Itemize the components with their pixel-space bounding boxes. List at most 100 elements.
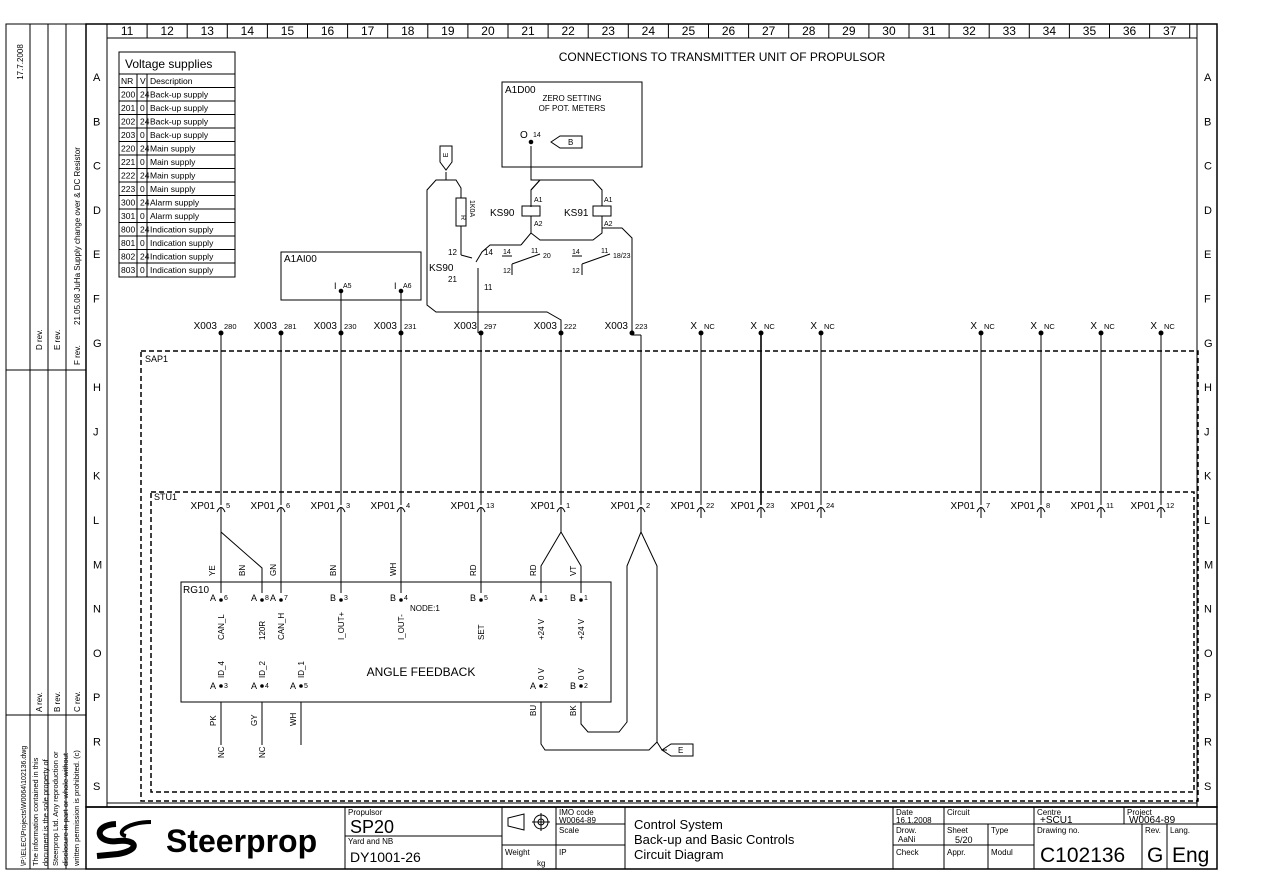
ks90-coil-label: KS90 xyxy=(490,208,515,219)
rg10-signal-label: 0 V xyxy=(537,667,546,680)
row-letter-left-D: D xyxy=(93,205,101,217)
x003-terminal-number: NC xyxy=(824,322,835,331)
voltage-row-description: Back-up supply xyxy=(150,130,209,140)
xp01-connector-symbol xyxy=(1096,507,1106,513)
row-letter-left-S: S xyxy=(93,781,100,793)
rg10-signal-label: ID_1 xyxy=(297,661,306,678)
centre-label: Centre xyxy=(1037,808,1062,817)
xp01-connector-symbol xyxy=(976,507,986,513)
revision-a-label: A rev. xyxy=(35,692,44,712)
xp01-pin-number: 5 xyxy=(226,501,230,510)
imo-label: IMO code xyxy=(559,808,594,817)
column-number-19: 19 xyxy=(441,24,455,38)
revision-c-label: C rev. xyxy=(73,691,82,712)
voltage-row-description: Main supply xyxy=(150,171,196,181)
xp01-connector-symbol xyxy=(476,507,486,513)
x003-name: X003 xyxy=(194,321,218,332)
ks91-coil-label: KS91 xyxy=(564,208,589,219)
voltage-row-nr: 221 xyxy=(121,157,135,167)
rg10-top-terminal-number: 7 xyxy=(284,595,288,602)
row-letter-right-A: A xyxy=(1204,72,1212,84)
wire-color-label: PK xyxy=(209,715,218,726)
contact-b-14: 14 xyxy=(572,249,580,256)
drawing-no-label: Drawing no. xyxy=(1037,826,1080,835)
nc-label-2: NC xyxy=(258,746,267,758)
rg10-bottom-terminal-dot xyxy=(539,684,543,688)
rg10-top-terminal-dot xyxy=(279,598,283,602)
rev-label: Rev. xyxy=(1145,826,1161,835)
ks90-a1: A1 xyxy=(534,197,543,204)
wire-color-label: WH xyxy=(389,562,398,576)
rg10-title: ANGLE FEEDBACK xyxy=(367,665,476,679)
row-letter-left-N: N xyxy=(93,604,101,616)
row-letter-right-R: R xyxy=(1204,737,1212,749)
a1d00-term-num: 14 xyxy=(533,132,541,139)
file-path: \P:\ELEC\Projects\W0064\102136.dwg xyxy=(21,746,28,866)
row-letter-left-L: L xyxy=(93,515,99,527)
rg10-signal-label: +24 V xyxy=(577,618,586,640)
xp01-pin-number: 4 xyxy=(406,501,410,510)
propulsor-value: SP20 xyxy=(350,817,394,837)
voltage-row-v: 0 xyxy=(140,265,145,275)
column-number-32: 32 xyxy=(962,24,976,38)
xp01-name: XP01 xyxy=(731,501,756,512)
wire-color-label: RD xyxy=(529,564,538,576)
voltage-row-nr: 201 xyxy=(121,103,135,113)
ks91-coil xyxy=(592,205,612,217)
ref-arrow-e-bottom xyxy=(661,743,694,757)
x003-terminal-number: NC xyxy=(984,322,995,331)
column-number-25: 25 xyxy=(682,24,696,38)
voltage-row-v: 24 xyxy=(140,117,150,127)
wire-color-label: RD xyxy=(469,564,478,576)
rg10-bottom-terminal: A xyxy=(210,681,216,691)
x003-terminal-number: NC xyxy=(1044,322,1055,331)
drow-value: AaNi xyxy=(898,835,916,844)
voltage-header-v: V xyxy=(140,76,146,86)
column-number-11: 11 xyxy=(121,24,134,38)
type-label: Type xyxy=(991,826,1009,835)
voltage-row-description: Back-up supply xyxy=(150,117,209,127)
x003-terminal-dot xyxy=(698,330,704,336)
xp01-name: XP01 xyxy=(371,501,396,512)
column-number-27: 27 xyxy=(762,24,776,38)
column-tick-marks xyxy=(146,24,1191,38)
x003-name: X003 xyxy=(314,321,338,332)
voltage-row-description: Alarm supply xyxy=(150,211,200,221)
row-letter-right-K: K xyxy=(1204,471,1212,483)
xp01-pin-number: 1 xyxy=(566,501,570,510)
voltage-row-nr: 300 xyxy=(121,198,135,208)
row-letter-left-P: P xyxy=(93,692,100,704)
rg10-feed-wires xyxy=(220,518,658,751)
rg10-bottom-terminal: A xyxy=(530,681,536,691)
voltage-row-v: 24 xyxy=(140,225,150,235)
x003-name: X xyxy=(690,321,697,332)
a1d00-desc-2: OF POT. METERS xyxy=(539,104,606,113)
wire-color-label: BK xyxy=(569,705,578,716)
xp01-pin-number: 11 xyxy=(1106,501,1114,510)
rg10-top-terminal-dot xyxy=(260,598,264,602)
x003-terminal-dot xyxy=(218,330,224,336)
copyright-line-1: The information contained in this xyxy=(31,757,40,866)
voltage-row-v: 24 xyxy=(140,144,150,154)
nc-label-1: NC xyxy=(217,746,226,758)
voltage-row-v: 0 xyxy=(140,103,145,113)
rg10-signal-label: SET xyxy=(477,624,486,640)
xp01-name: XP01 xyxy=(791,501,816,512)
project-label: Project xyxy=(1127,808,1153,817)
x003-name: X xyxy=(1090,321,1097,332)
rg10-name: RG10 xyxy=(183,585,210,596)
a1ai00-term-2-num: A6 xyxy=(403,283,412,290)
copyright-line-3: Steerprop Ltd. Any reproduction or xyxy=(51,751,60,866)
row-letter-right-S: S xyxy=(1204,781,1211,793)
x003-terminal-number: 222 xyxy=(564,322,577,331)
x003-terminal-number: 223 xyxy=(635,322,648,331)
rg10-bottom-terminal-number: 4 xyxy=(265,683,269,690)
xp01-name: XP01 xyxy=(671,501,696,512)
xp01-connector-symbol xyxy=(396,507,406,513)
row-letter-right-P: P xyxy=(1204,692,1211,704)
id-wires xyxy=(220,702,667,751)
voltage-row-v: 0 xyxy=(140,238,145,248)
xp01-pin-number: 22 xyxy=(706,501,714,510)
